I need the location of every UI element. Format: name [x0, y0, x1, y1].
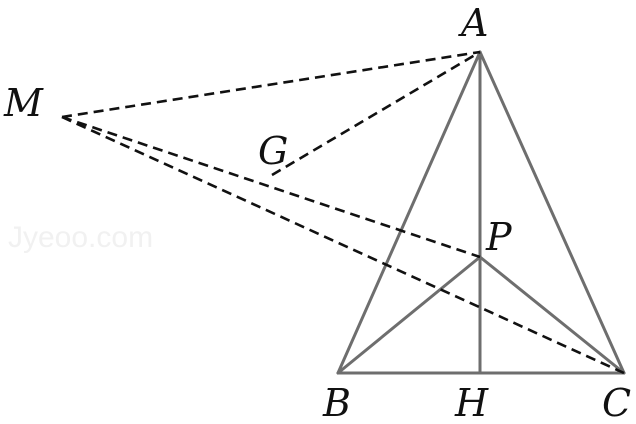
- label-C: C: [602, 381, 631, 424]
- label-H: H: [454, 381, 489, 424]
- segment-PC: [478, 255, 626, 375]
- label-P: P: [485, 215, 513, 259]
- label-M: M: [3, 81, 44, 125]
- segment-MA: [61, 50, 481, 119]
- segment-GA: [271, 50, 481, 177]
- segment-MC: [61, 115, 625, 375]
- label-B: B: [322, 381, 351, 424]
- segment-BP: [336, 255, 482, 375]
- watermark: Jyeoo.com: [8, 221, 153, 254]
- segment-MP: [61, 115, 481, 259]
- segment-AC: [478, 50, 626, 375]
- segment-AB: [336, 50, 482, 375]
- label-G: G: [258, 129, 288, 173]
- label-A: A: [458, 1, 488, 45]
